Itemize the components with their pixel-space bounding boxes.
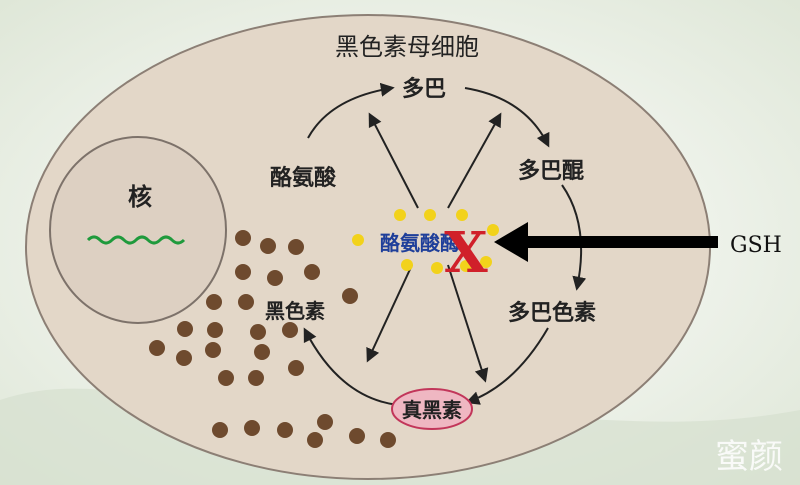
melanin-granules: [149, 230, 396, 448]
arrow-enzyme-to-up-left: [368, 112, 419, 209]
arrow-tyrosine-to-dopa: [307, 82, 395, 139]
enzyme-arrows: [366, 112, 502, 383]
eumelanin-bubble: [391, 388, 473, 430]
dna-strand: [86, 235, 186, 245]
cell-title: 黑色素母细胞: [335, 33, 479, 61]
label-gsh: GSH: [730, 233, 782, 258]
watermark: 蜜颜: [715, 437, 783, 477]
arrow-dopa-to-dopaquinone: [464, 87, 550, 148]
nucleus: [49, 136, 227, 324]
label-eumelanin: 真黑素: [402, 398, 462, 422]
label-melanin: 黑色素: [265, 299, 325, 323]
label-dopaquinone: 多巴醌: [518, 158, 584, 184]
tyrosinase-particles: [352, 209, 499, 274]
arrow-enzyme-to-up-right: [447, 112, 502, 209]
nucleus-label: 核: [128, 183, 152, 211]
arrow-dopachrome-to-eumelanin: [465, 327, 549, 405]
pathway-arrows: [303, 82, 587, 406]
inhibition-x-mark: X: [444, 220, 488, 286]
arrow-dopaquinone-to-dopachrome: [561, 184, 587, 291]
label-tyrosine: 酪氨酸: [270, 165, 337, 191]
label-tyrosinase: 酪氨酸酶: [380, 231, 460, 255]
gsh-inhibition-arrow: [494, 222, 718, 262]
arrow-enzyme-to-down-left: [366, 264, 413, 363]
arrow-enzyme-to-down-right: [447, 264, 489, 383]
arrow-eumelanin-to-melanin: [303, 327, 399, 406]
label-dopa: 多巴: [402, 76, 446, 102]
label-dopachrome: 多巴色素: [508, 300, 596, 326]
